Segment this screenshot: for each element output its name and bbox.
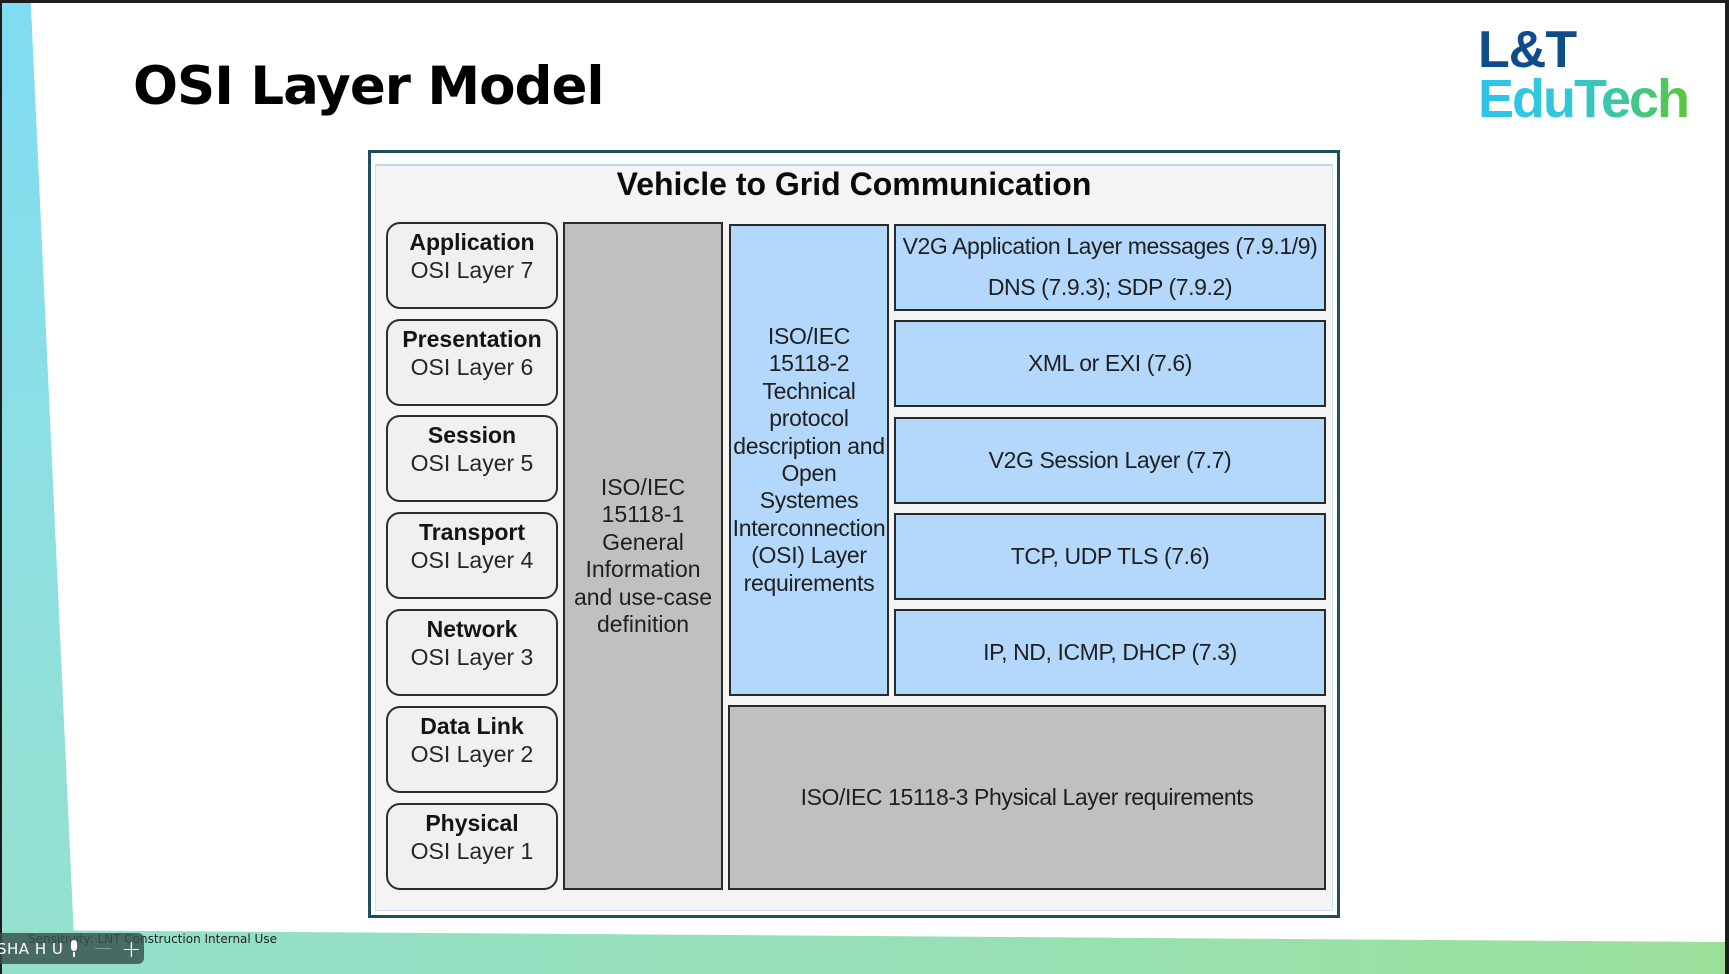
osi-layer-4-box: Transport OSI Layer 4 xyxy=(386,512,558,599)
iso-15118-2-text: ISO/IEC 15118-2 Technical protocol descr… xyxy=(732,322,886,596)
protocol-box-application: V2G Application Layer messages (7.9.1/9)… xyxy=(894,224,1326,311)
osi-layer-1-box: Physical OSI Layer 1 xyxy=(386,803,558,890)
iso-15118-3-text: ISO/IEC 15118-3 Physical Layer requireme… xyxy=(800,784,1254,810)
slide-title: OSI Layer Model xyxy=(133,56,605,117)
osi-layer-6-box: Presentation OSI Layer 6 xyxy=(386,319,558,406)
iso-15118-2-block: ISO/IEC 15118-2 Technical protocol descr… xyxy=(729,224,889,696)
layer-number: OSI Layer 3 xyxy=(410,644,534,670)
window-left-border xyxy=(0,0,2,974)
layer-name: Presentation xyxy=(402,326,542,352)
iso-15118-3-block: ISO/IEC 15118-3 Physical Layer requireme… xyxy=(728,705,1326,890)
window-top-border xyxy=(0,0,1729,3)
decorative-bottom-bar xyxy=(2,930,1725,974)
layer-number: OSI Layer 7 xyxy=(410,257,534,283)
logo-line-2: EduTech xyxy=(1478,69,1690,129)
protocol-box-network: IP, ND, ICMP, DHCP (7.3) xyxy=(894,609,1326,696)
layer-name: Data Link xyxy=(420,713,524,739)
layer-number: OSI Layer 5 xyxy=(410,450,534,476)
plus-icon[interactable]: + xyxy=(121,934,142,963)
protocol-box-transport: TCP, UDP TLS (7.6) xyxy=(894,513,1326,600)
layer-number: OSI Layer 4 xyxy=(410,547,534,573)
layer-number: OSI Layer 1 xyxy=(410,838,534,864)
protocol-subtext: DNS (7.9.3); SDP (7.9.2) xyxy=(987,273,1233,300)
protocol-text: V2G Session Layer (7.7) xyxy=(988,447,1232,473)
protocol-text: IP, ND, ICMP, DHCP (7.3) xyxy=(983,639,1237,665)
protocol-box-presentation: XML or EXI (7.6) xyxy=(894,320,1326,407)
iso-15118-1-text: ISO/IEC 15118-1 General Information and … xyxy=(573,473,713,638)
layer-number: OSI Layer 6 xyxy=(410,354,534,380)
osi-layer-3-box: Network OSI Layer 3 xyxy=(386,609,558,696)
protocol-text: V2G Application Layer messages (7.9.1/9) xyxy=(902,232,1318,259)
osi-layer-7-box: Application OSI Layer 7 xyxy=(386,222,558,309)
protocol-text: XML or EXI (7.6) xyxy=(1027,350,1193,376)
mic-icon[interactable] xyxy=(69,939,79,958)
diagram-title: Vehicle to Grid Communication xyxy=(616,166,1092,202)
layer-name: Application xyxy=(409,229,535,255)
lt-edutech-logo: L&T EduTech xyxy=(1478,21,1690,129)
osi-layer-2-box: Data Link OSI Layer 2 xyxy=(386,706,558,793)
layer-name: Physical xyxy=(425,810,519,836)
protocol-text: TCP, UDP TLS (7.6) xyxy=(1010,543,1210,569)
iso-15118-1-block: ISO/IEC 15118-1 General Information and … xyxy=(563,222,723,890)
layer-name: Transport xyxy=(418,519,526,545)
participant-name: SHA H U xyxy=(0,939,64,958)
minus-icon[interactable] xyxy=(95,948,112,949)
osi-layer-5-box: Session OSI Layer 5 xyxy=(386,415,558,502)
decorative-left-stripe xyxy=(2,3,74,938)
layer-number: OSI Layer 2 xyxy=(410,741,534,767)
logo-line-1: L&T xyxy=(1478,21,1577,79)
layer-name: Network xyxy=(426,616,518,642)
protocol-box-session: V2G Session Layer (7.7) xyxy=(894,417,1326,504)
meeting-overlay-toolbar[interactable]: SHA H U + xyxy=(0,933,144,964)
layer-name: Session xyxy=(427,422,517,448)
window-right-border xyxy=(1725,0,1729,974)
